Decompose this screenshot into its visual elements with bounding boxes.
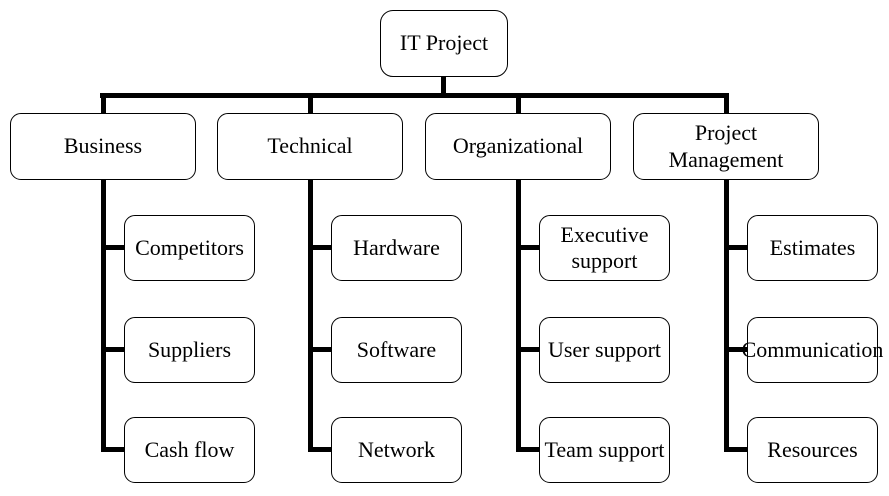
connector-resources-stub — [724, 447, 751, 452]
node-communication: Communication — [742, 317, 883, 383]
node-business-label: Business — [63, 133, 143, 159]
node-estimates-label: Estimates — [769, 234, 856, 260]
connector-estimates-stub — [724, 245, 751, 250]
node-competitors: Competitors — [124, 215, 255, 281]
node-competitors-label: Competitors — [135, 234, 244, 260]
connector-network-stub — [308, 447, 335, 452]
node-organizational: Organizational — [425, 113, 611, 180]
connector-business-stub — [101, 93, 106, 114]
node-estimates: Estimates — [747, 215, 878, 281]
connector-software-stub — [308, 347, 335, 352]
node-technical: Technical — [217, 113, 403, 180]
node-technical-label: Technical — [267, 133, 353, 159]
node-organizational-label: Organizational — [452, 133, 584, 159]
connector-organizational-trunk — [516, 179, 521, 452]
connector-user-support-stub — [516, 347, 543, 352]
connector-suppliers-stub — [101, 347, 128, 352]
node-executive-support: Executive support — [539, 215, 670, 281]
connector-organizational-stub — [516, 93, 521, 114]
node-resources: Resources — [747, 417, 878, 483]
node-business: Business — [10, 113, 196, 180]
node-software-label: Software — [356, 336, 437, 362]
node-cash-flow-label: Cash flow — [144, 436, 235, 462]
connector-communication-stub — [724, 347, 751, 352]
node-project-management-label: Project Management — [668, 120, 784, 172]
node-network: Network — [331, 417, 462, 483]
connector-executive-support-stub — [516, 245, 543, 250]
connector-project-management-stub — [724, 93, 729, 114]
connector-cash-flow-stub — [101, 447, 128, 452]
node-user-support: User support — [539, 317, 670, 383]
connector-hardware-stub — [308, 245, 335, 250]
node-team-support: Team support — [539, 417, 670, 483]
node-suppliers: Suppliers — [124, 317, 255, 383]
node-communication-label: Communication — [741, 336, 884, 362]
node-executive-support-label: Executive support — [560, 221, 649, 273]
node-team-support-label: Team support — [544, 436, 665, 462]
node-resources-label: Resources — [767, 436, 858, 462]
node-network-label: Network — [358, 436, 435, 462]
connector-technical-trunk — [308, 179, 313, 452]
connector-technical-stub — [308, 93, 313, 114]
node-hardware: Hardware — [331, 215, 462, 281]
connector-bus-line — [100, 93, 729, 98]
connector-team-support-stub — [516, 447, 543, 452]
node-project-management: Project Management — [633, 113, 819, 180]
node-suppliers-label: Suppliers — [147, 336, 232, 362]
node-software: Software — [331, 317, 462, 383]
connector-root-stub — [441, 75, 446, 95]
connector-business-trunk — [101, 179, 106, 452]
node-cash-flow: Cash flow — [124, 417, 255, 483]
node-hardware-label: Hardware — [353, 234, 440, 260]
node-it-project: IT Project — [380, 10, 508, 77]
connector-project-management-trunk — [724, 179, 729, 452]
node-user-support-label: User support — [547, 336, 662, 362]
node-it-project-label: IT Project — [399, 30, 489, 56]
connector-competitors-stub — [101, 245, 128, 250]
